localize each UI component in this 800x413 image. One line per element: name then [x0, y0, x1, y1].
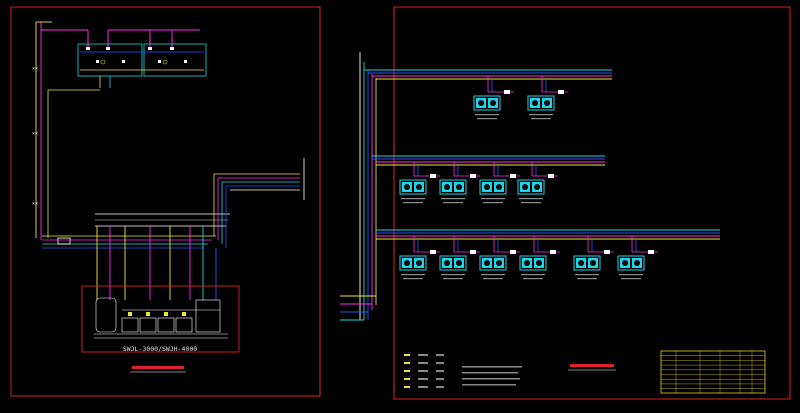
top-header-manifold	[77, 36, 207, 88]
evaporator-unit	[399, 162, 440, 204]
evaporator-unit	[479, 236, 520, 280]
right-sheet-frame	[393, 6, 791, 400]
evaporator-unit	[439, 162, 480, 204]
evaporator-unit	[473, 76, 514, 120]
header-row-1	[364, 69, 612, 80]
evaporator-unit	[517, 162, 558, 204]
right-main-riser	[340, 52, 377, 321]
left-title-text	[132, 366, 184, 369]
evaporator-unit	[527, 76, 568, 120]
evaporator-units	[399, 76, 658, 280]
rack-drops	[96, 226, 217, 300]
evaporator-unit	[519, 236, 560, 280]
evaporator-unit	[399, 236, 440, 280]
left-risers: ×× ×× ××	[32, 21, 200, 240]
evaporator-unit	[573, 236, 614, 280]
compressor-rack-unit	[81, 285, 240, 353]
svg-text:××: ××	[32, 66, 38, 72]
right-title-text	[570, 364, 614, 367]
header-row-2	[372, 155, 605, 166]
left-trunk-bundle	[42, 158, 305, 249]
legend	[404, 354, 522, 388]
evaporator-unit	[439, 236, 480, 280]
header-row-3	[376, 229, 720, 240]
left-sheet-frame	[10, 6, 321, 397]
evaporator-unit	[479, 162, 520, 204]
unit-model-label: SWJL-3000/SWJH-4000	[123, 345, 197, 353]
svg-text:××: ××	[32, 201, 38, 207]
evaporator-unit	[617, 236, 658, 280]
svg-text:××: ××	[32, 131, 38, 137]
title-block-table	[660, 350, 766, 394]
